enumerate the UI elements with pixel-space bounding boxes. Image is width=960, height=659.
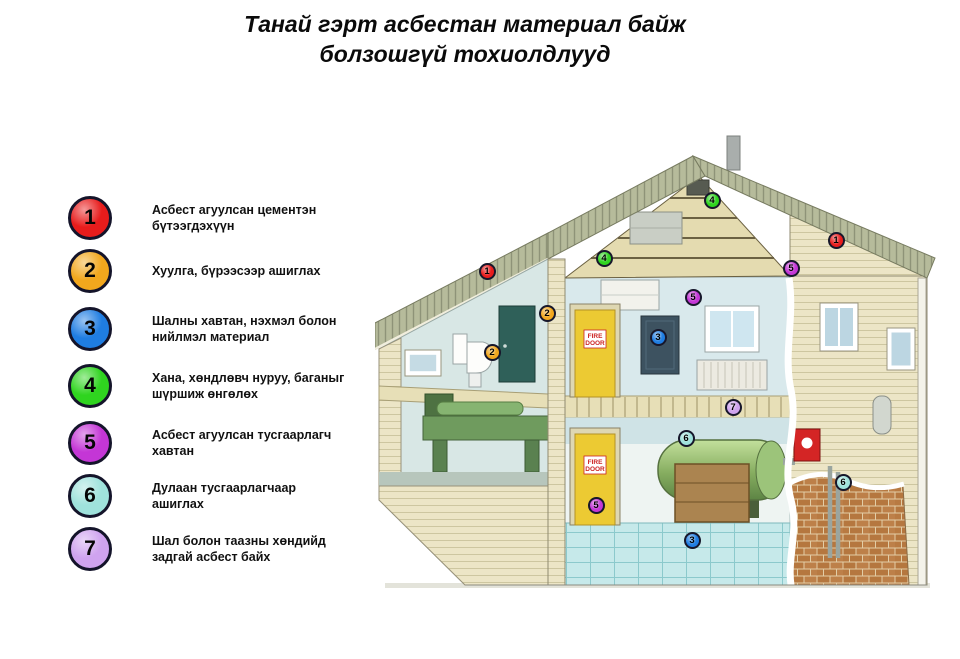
fire-door-upper: FIRE DOOR [569, 303, 621, 398]
attic-cutaway [563, 175, 792, 279]
interfloor-cavity [564, 395, 791, 419]
fire-door-lower: FIRE DOOR [569, 427, 621, 526]
fire-alarm [793, 428, 821, 462]
legend-item-2: 2 Хуулга, бүрээсээр ашиглах [68, 249, 320, 293]
house-illustration: FIRE DOOR [374, 135, 936, 588]
house-wrap: FIRE DOOR [374, 128, 950, 628]
toilet [452, 333, 494, 388]
radiator [696, 359, 768, 391]
lathe-machine [422, 393, 552, 473]
legend-badge-5: 5 [68, 421, 112, 465]
fire-door-sign [583, 455, 607, 475]
roof [374, 154, 936, 351]
floor-joists [576, 397, 782, 417]
legend-badge-7: 7 [68, 527, 112, 571]
downpipe [917, 277, 927, 586]
title-line-2: болзошгүй тохиолдлууд [319, 40, 611, 67]
legend-badge-1: 1 [68, 196, 112, 240]
legend-label: Хуулга, бүрээсээр ашиглах [152, 263, 321, 278]
right-window-1 [819, 302, 859, 352]
legend-badge-3: 3 [68, 307, 112, 351]
fire-door-sign [583, 329, 607, 349]
wooden-crate [674, 463, 750, 523]
page-title: Танай гэрт асбестан материал байж болзош… [0, 10, 930, 70]
fire-door-text: DOOR [585, 466, 605, 473]
attic-duct [629, 211, 683, 245]
bathroom-door [498, 305, 536, 383]
fire-door-text: FIRE [588, 333, 603, 340]
left-wing [378, 258, 552, 586]
legend-badge-4: 4 [68, 364, 112, 408]
wing-ledge [379, 472, 548, 486]
fire-door-text: FIRE [588, 459, 603, 466]
fire-door-text: DOOR [585, 340, 605, 347]
main-roof-right [691, 154, 936, 279]
right-window-2 [886, 327, 916, 371]
ceiling-joists [591, 197, 774, 259]
wall-tank [872, 395, 892, 435]
corner-post [547, 258, 566, 586]
upper-floor-contents: FIRE DOOR [569, 279, 768, 398]
chimney [726, 135, 741, 171]
wing-lower-siding [378, 485, 549, 586]
brick-corner [789, 475, 910, 586]
legend-badge-6: 6 [68, 474, 112, 518]
legend-badge-2: 2 [68, 249, 112, 293]
lower-floor-contents: FIRE DOOR [569, 427, 841, 558]
title-line-1: Танай гэрт асбестан материал байж [244, 11, 686, 37]
dark-doorway [640, 315, 680, 375]
upper-back-window [704, 305, 760, 353]
torn-cutaway-edge [784, 277, 798, 586]
tiled-floor [532, 522, 791, 586]
bathroom-window [404, 349, 442, 377]
